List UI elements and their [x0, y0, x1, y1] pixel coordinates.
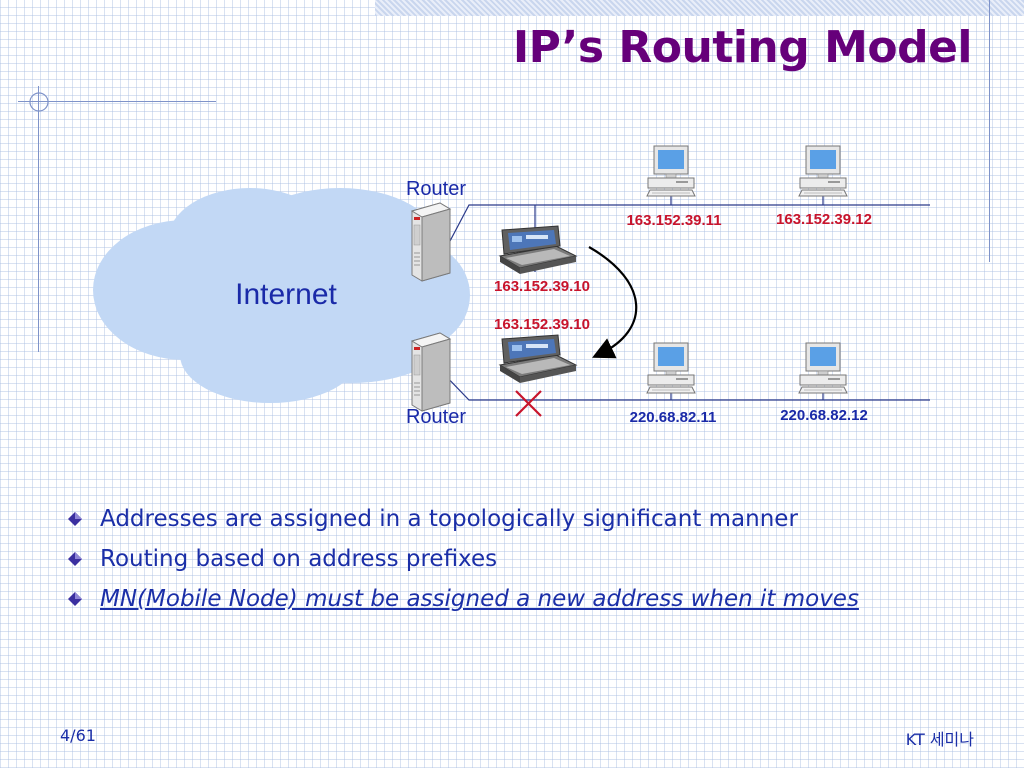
host-bottom-2-ip: 220.68.82.12: [780, 407, 868, 424]
disconnect-cross-icon: [515, 390, 542, 417]
router-top-label: Router: [406, 178, 466, 200]
bullet-item: Routing based on address prefixes: [66, 542, 859, 576]
bullet-list: Addresses are assigned in a topologicall…: [66, 502, 859, 622]
diamond-bullet-icon: [68, 592, 82, 606]
left-horizontal-rule: [18, 101, 216, 102]
diamond-bullet-icon: [68, 552, 82, 566]
bullet-text: MN(Mobile Node) must be assigned a new a…: [100, 586, 859, 612]
left-vertical-rule: [38, 86, 39, 352]
page-number: 4/61: [60, 726, 96, 745]
router-bottom-icon: [411, 332, 451, 412]
host-top-2-icon: [798, 145, 848, 197]
host-top-2-ip: 163.152.39.12: [776, 211, 872, 228]
corner-ring-icon: [29, 92, 49, 112]
mobile-node-after-icon: [499, 334, 577, 384]
internet-label: Internet: [235, 278, 337, 311]
slide-title: IP’s Routing Model: [512, 22, 973, 73]
host-bottom-2-icon: [798, 342, 848, 394]
router-bottom-label: Router: [406, 406, 466, 428]
bullet-item: MN(Mobile Node) must be assigned a new a…: [66, 582, 859, 616]
bullet-text: Addresses are assigned in a topologicall…: [100, 506, 798, 532]
mobile-node-ip-before: 163.152.39.10: [494, 278, 590, 295]
footer-right-text: KT 세미나: [905, 730, 974, 749]
host-top-1-ip: 163.152.39.11: [626, 212, 721, 229]
right-vertical-rule: [989, 0, 990, 262]
host-bottom-1-icon: [646, 342, 696, 394]
mobile-node-before-icon: [499, 225, 577, 275]
diamond-bullet-icon: [68, 512, 82, 526]
bullet-item: Addresses are assigned in a topologicall…: [66, 502, 859, 536]
router-top-icon: [411, 202, 451, 282]
mobile-node-ip-after: 163.152.39.10: [494, 316, 590, 333]
host-top-1-icon: [646, 145, 696, 197]
host-bottom-1-ip: 220.68.82.11: [630, 409, 717, 426]
movement-arrow: [588, 246, 638, 359]
bullet-text: Routing based on address prefixes: [100, 546, 498, 572]
top-decorative-band: [375, 0, 1024, 16]
